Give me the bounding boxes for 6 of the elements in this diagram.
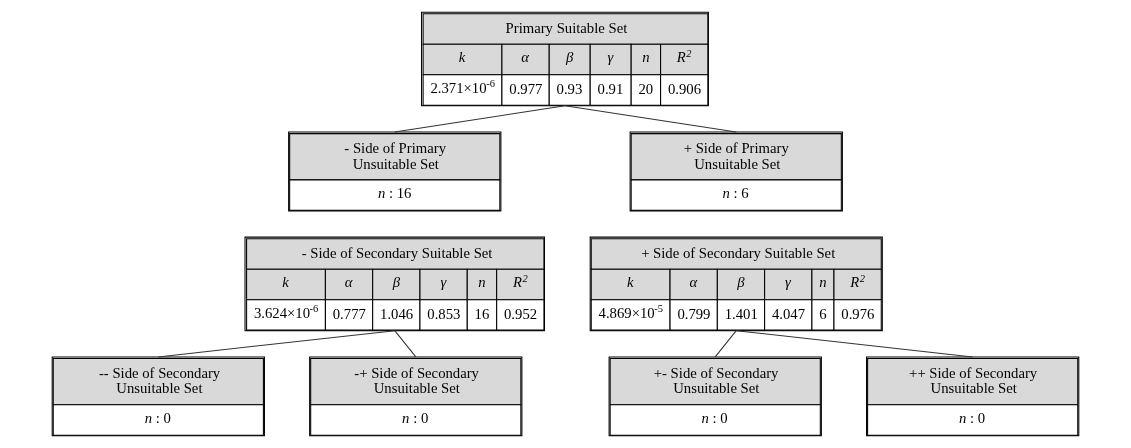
connector	[714, 330, 737, 358]
connector	[394, 330, 417, 358]
connector	[564, 105, 737, 133]
connector	[735, 330, 974, 358]
connector	[394, 105, 566, 133]
connector	[157, 330, 396, 358]
